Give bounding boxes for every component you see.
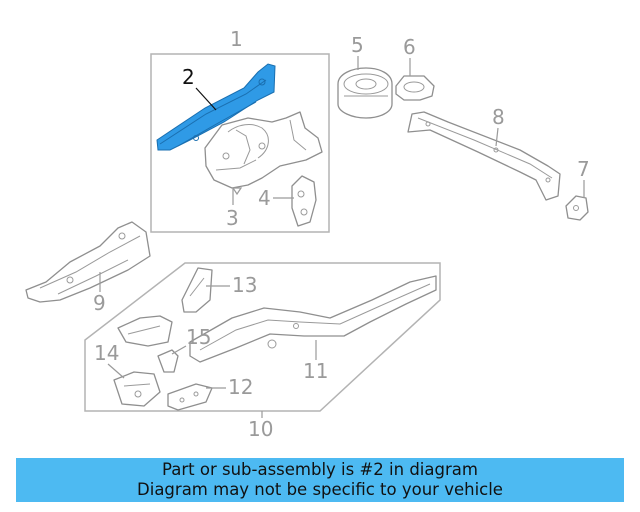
banner-line-2: Diagram may not be specific to your vehi… bbox=[137, 480, 503, 499]
leader-15 bbox=[171, 345, 187, 355]
callout-7: 7 bbox=[577, 157, 590, 181]
part-4-bracket bbox=[291, 175, 317, 227]
banner-line-1: Part or sub-assembly is #2 in diagram bbox=[162, 460, 478, 479]
part-8-crossbar bbox=[407, 111, 561, 201]
callout-1: 1 bbox=[230, 27, 243, 51]
info-banner: Part or sub-assembly is #2 in diagram Di… bbox=[16, 458, 624, 502]
part-12-plate bbox=[167, 383, 213, 411]
part-15-clip bbox=[157, 349, 179, 373]
callout-9: 9 bbox=[93, 291, 106, 315]
callout-5: 5 bbox=[351, 33, 364, 57]
leader-14 bbox=[107, 363, 125, 379]
callout-10: 10 bbox=[248, 417, 273, 441]
callout-6: 6 bbox=[403, 35, 416, 59]
callout-4: 4 bbox=[258, 186, 271, 210]
callout-3: 3 bbox=[226, 206, 239, 230]
callout-13: 13 bbox=[232, 273, 257, 297]
callout-8: 8 bbox=[492, 105, 505, 129]
part-lower-bracket bbox=[117, 315, 173, 347]
part-11-lower-rail bbox=[189, 275, 437, 363]
part-3-wheelhouse bbox=[204, 111, 323, 189]
part-14-bracket bbox=[113, 371, 161, 407]
callout-2: 2 bbox=[182, 65, 195, 89]
leader-2 bbox=[195, 87, 217, 111]
callout-14: 14 bbox=[94, 341, 119, 365]
callout-15: 15 bbox=[186, 325, 211, 349]
part-7-bracket bbox=[565, 195, 589, 221]
leader-8 bbox=[495, 127, 499, 147]
part-5-strut-mount bbox=[337, 67, 393, 119]
part-2-highlighted-rail bbox=[156, 63, 276, 151]
callout-11: 11 bbox=[303, 359, 328, 383]
assembly-10-frame bbox=[84, 262, 441, 412]
parts-diagram: 1 2 3 4 5 6 7 8 9 10 11 12 13 14 15 bbox=[25, 27, 590, 441]
arrow-3 bbox=[231, 187, 243, 196]
part-13-bracket bbox=[181, 267, 213, 313]
part-9-front-rail bbox=[25, 221, 151, 303]
assembly-1-frame bbox=[150, 53, 330, 233]
part-6-insulator bbox=[395, 75, 435, 101]
callout-12: 12 bbox=[228, 375, 253, 399]
